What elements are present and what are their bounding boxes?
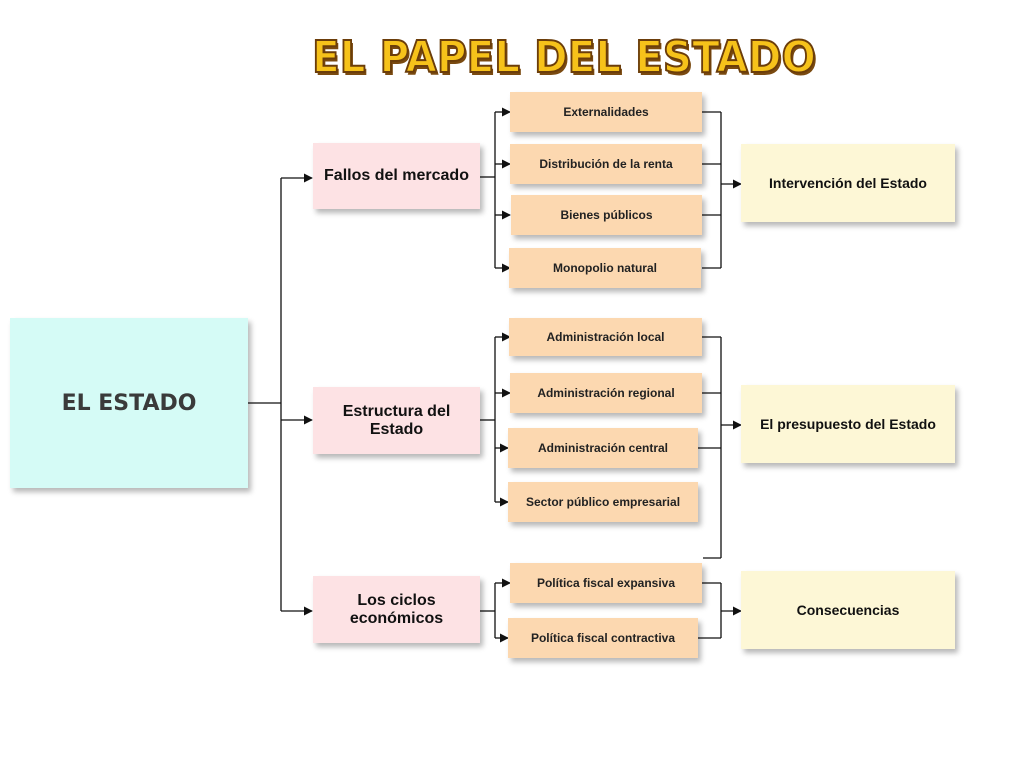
root-node: EL ESTADO — [10, 318, 248, 488]
item-node: Política fiscal expansiva — [510, 563, 702, 603]
result-node-presupuesto: El presupuesto del Estado — [741, 385, 955, 463]
result-label: Intervención del Estado — [769, 175, 927, 191]
item-label: Administración local — [546, 330, 665, 344]
result-label: El presupuesto del Estado — [760, 416, 936, 432]
item-label: Bienes públicos — [560, 208, 653, 222]
item-label: Externalidades — [563, 105, 649, 119]
item-node: Bienes públicos — [511, 195, 702, 235]
item-label: Distribución de la renta — [539, 157, 673, 171]
item-label: Política fiscal expansiva — [536, 576, 676, 590]
category-label: Fallos del mercado — [324, 167, 469, 184]
diagram-title: EL PAPEL DEL ESTADO — [311, 31, 817, 84]
result-node-consecuencias: Consecuencias — [741, 571, 955, 649]
item-label: Administración central — [537, 441, 669, 455]
item-node: Distribución de la renta — [510, 144, 702, 184]
item-node: Administración regional — [510, 373, 702, 413]
item-label: Política fiscal contractiva — [530, 631, 676, 645]
item-label: Sector público empresarial — [525, 495, 681, 509]
item-node: Política fiscal contractiva — [508, 618, 698, 658]
category-label: Los ciclos económicos — [349, 591, 444, 627]
item-node: Monopolio natural — [509, 248, 701, 288]
result-node-intervencion: Intervención del Estado — [741, 144, 955, 222]
category-node-fallos: Fallos del mercado — [313, 143, 480, 209]
item-node: Administración central — [508, 428, 698, 468]
item-node: Sector público empresarial — [508, 482, 698, 522]
category-node-ciclos: Los ciclos económicos — [313, 576, 480, 643]
category-node-estructura: Estructura del Estado — [313, 387, 480, 454]
root-label: EL ESTADO — [61, 390, 197, 416]
result-label: Consecuencias — [796, 602, 900, 618]
item-node: Externalidades — [510, 92, 702, 132]
item-label: Administración regional — [537, 386, 675, 400]
item-node: Administración local — [509, 318, 702, 356]
item-label: Monopolio natural — [553, 261, 657, 275]
category-label: Estructura del Estado — [342, 402, 451, 438]
